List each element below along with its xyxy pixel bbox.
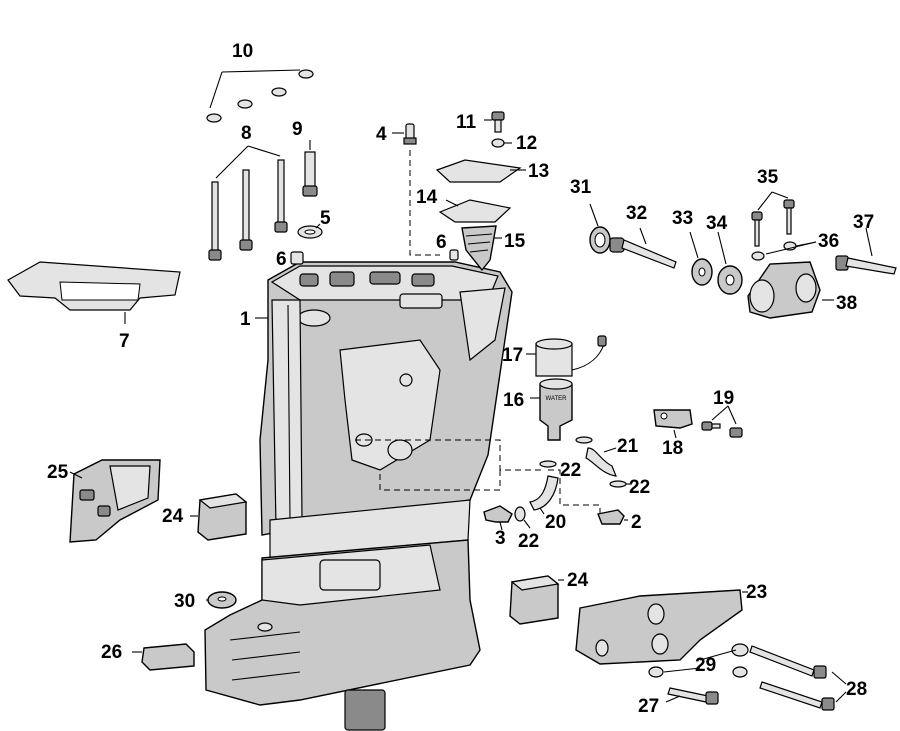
callout-13: 13 bbox=[528, 161, 549, 182]
callout-22-a: 22 bbox=[560, 460, 581, 481]
washer-5 bbox=[297, 225, 323, 239]
callout-21: 21 bbox=[617, 436, 639, 457]
callout-17: 17 bbox=[502, 345, 523, 366]
callout-14: 14 bbox=[416, 187, 438, 208]
screw-11 bbox=[484, 111, 505, 133]
callout-33: 33 bbox=[672, 208, 693, 229]
callout-3: 3 bbox=[495, 528, 506, 549]
callout-30: 30 bbox=[174, 591, 195, 612]
callout-25: 25 bbox=[47, 462, 69, 483]
bolts-28 bbox=[749, 645, 847, 711]
callout-38: 38 bbox=[836, 293, 857, 314]
screws-19 bbox=[701, 405, 743, 438]
bolt-32 bbox=[609, 227, 677, 269]
callout-28: 28 bbox=[846, 679, 867, 700]
sensor-label: WATER bbox=[546, 396, 568, 402]
screws-35 bbox=[751, 191, 795, 247]
callout-24-left: 24 bbox=[162, 506, 184, 527]
routing-line bbox=[409, 150, 440, 256]
fitting-3 bbox=[483, 505, 513, 531]
callout-31: 31 bbox=[570, 177, 592, 198]
block-24-left bbox=[190, 493, 248, 541]
callout-2: 2 bbox=[631, 512, 642, 533]
washer-12 bbox=[491, 138, 512, 148]
oring-22-a bbox=[539, 460, 557, 468]
callout-22-c: 22 bbox=[518, 531, 539, 552]
callout-labels: 1 2 3 4 5 6 6 7 8 9 10 11 12 13 14 15 16… bbox=[47, 41, 874, 717]
dowel-6-left bbox=[290, 251, 304, 265]
cover-25 bbox=[69, 459, 161, 543]
callout-35: 35 bbox=[757, 167, 779, 188]
callout-19: 19 bbox=[713, 388, 734, 409]
callout-5: 5 bbox=[320, 208, 331, 229]
callout-37: 37 bbox=[853, 212, 874, 233]
hose-21 bbox=[585, 447, 617, 477]
bolt-27 bbox=[665, 687, 719, 705]
callout-6-right: 6 bbox=[436, 232, 447, 253]
fitting-4 bbox=[392, 123, 417, 145]
cover-13 bbox=[435, 159, 526, 183]
callout-20: 20 bbox=[545, 512, 566, 533]
bracket-18 bbox=[653, 409, 693, 439]
dowel-6-right bbox=[449, 249, 459, 261]
callout-7: 7 bbox=[119, 331, 130, 352]
screen-15 bbox=[461, 225, 502, 272]
cover-23 bbox=[575, 589, 748, 665]
exhaust-housing bbox=[204, 261, 513, 731]
washers-29 bbox=[648, 643, 749, 678]
callout-29: 29 bbox=[695, 655, 716, 676]
bolts-8 bbox=[208, 145, 288, 261]
leader-5 bbox=[315, 223, 321, 229]
callout-11: 11 bbox=[456, 112, 477, 133]
oring-22-c bbox=[514, 506, 531, 529]
callout-4: 4 bbox=[376, 124, 387, 145]
callout-9: 9 bbox=[292, 119, 303, 140]
oring-22-b bbox=[609, 480, 632, 488]
washer-34 bbox=[717, 231, 743, 295]
callout-32: 32 bbox=[626, 203, 647, 224]
water-routing-line bbox=[355, 439, 601, 515]
washers-10 bbox=[206, 69, 314, 123]
stud-9 bbox=[302, 140, 318, 197]
callout-18: 18 bbox=[662, 438, 683, 459]
callout-34: 34 bbox=[706, 213, 728, 234]
callout-23: 23 bbox=[746, 582, 767, 603]
mount-38 bbox=[747, 261, 834, 319]
callout-26: 26 bbox=[101, 642, 122, 663]
oring-21-top bbox=[575, 436, 593, 444]
callout-27: 27 bbox=[638, 696, 659, 717]
callout-1: 1 bbox=[240, 309, 251, 330]
washer-33 bbox=[689, 231, 713, 286]
pad-26 bbox=[132, 643, 195, 671]
callout-36: 36 bbox=[818, 231, 839, 252]
callout-22-b: 22 bbox=[629, 477, 650, 498]
sensor-boot-17 bbox=[526, 335, 607, 377]
washers-36 bbox=[751, 241, 817, 261]
callout-24-right: 24 bbox=[567, 570, 589, 591]
callout-6-left: 6 bbox=[276, 249, 287, 270]
callout-16: 16 bbox=[503, 390, 524, 411]
sensor-16: WATER bbox=[530, 378, 573, 441]
hose-20 bbox=[529, 475, 559, 515]
callout-12: 12 bbox=[516, 133, 537, 154]
callout-8: 8 bbox=[241, 123, 252, 144]
gasket-7 bbox=[7, 261, 181, 324]
bushing-31 bbox=[589, 203, 611, 254]
gasket-14 bbox=[438, 199, 512, 223]
block-24-right bbox=[509, 575, 564, 625]
fitting-2 bbox=[597, 509, 628, 525]
washer-30 bbox=[206, 591, 237, 609]
callout-10: 10 bbox=[232, 41, 253, 62]
stud-37 bbox=[835, 227, 897, 275]
callout-15: 15 bbox=[504, 231, 526, 252]
